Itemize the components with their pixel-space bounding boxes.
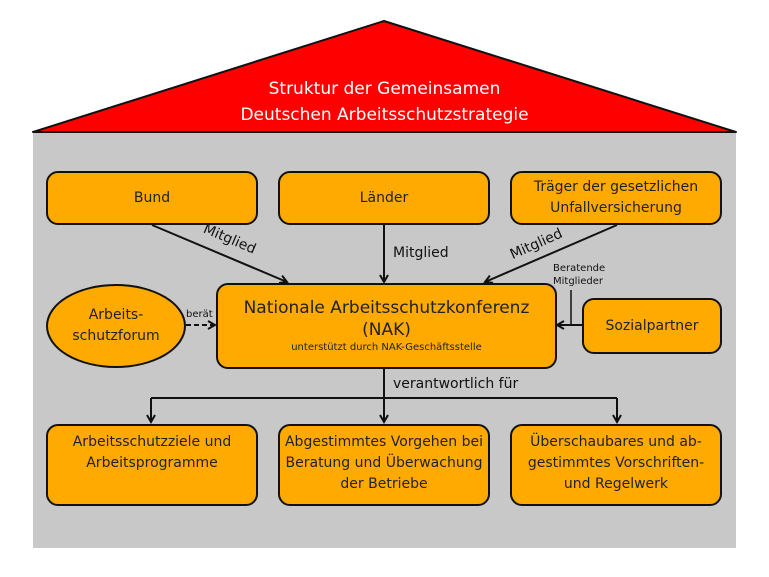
nak-title: Nationale Arbeitsschutzkonferenz (NAK): [243, 298, 530, 340]
box-nak[interactable]: Nationale Arbeitsschutzkonferenz (NAK) u…: [216, 283, 557, 369]
nak-subtitle: unterstützt durch NAK-Geschäftsstelle: [291, 342, 482, 353]
label-laender-mitglied: Mitglied: [393, 245, 449, 261]
box-output-abgestimmtes-vorgehen[interactable]: Abgestimmtes Vorgehen bei Beratung und Ü…: [278, 424, 490, 506]
box-laender-label: Länder: [359, 189, 409, 206]
sozialpartner-label: Sozialpartner: [605, 317, 699, 334]
output-2-label: Abgestimmtes Vorgehen bei Beratung und Ü…: [284, 434, 484, 492]
box-sozialpartner[interactable]: Sozialpartner: [582, 298, 722, 354]
arrow-bund-to-nak: [151, 224, 287, 282]
diagram-title-line-2: Deutschen Arbeitsschutzstrategie: [240, 105, 529, 125]
label-beratende-mitglieder: Beratende Mitglieder: [553, 263, 606, 287]
output-1-label: Arbeitsschutzziele und Arbeitsprogramme: [72, 434, 232, 471]
box-output-arbeitsschutzziele[interactable]: Arbeitsschutzziele und Arbeitsprogramme: [46, 424, 258, 506]
box-bund[interactable]: Bund: [46, 171, 258, 225]
arrow-traeger-to-nak: [485, 224, 618, 282]
box-traeger-unfallversicherung[interactable]: Träger der gesetzlichen Unfallversicheru…: [510, 171, 722, 225]
box-bund-label: Bund: [133, 189, 171, 206]
label-beraet: berät: [186, 309, 213, 320]
box-output-vorschriften-regelwerk[interactable]: Überschaubares und ab- gestimmtes Vorsch…: [510, 424, 722, 506]
output-3-label: Überschaubares und ab- gestimmtes Vorsch…: [527, 434, 705, 492]
forum-label: Arbeits- schutzforum: [72, 307, 160, 344]
box-traeger-label: Träger der gesetzlichen Unfallversicheru…: [533, 179, 699, 216]
box-laender[interactable]: Länder: [278, 171, 490, 225]
ellipse-arbeitsschutzforum[interactable]: Arbeits- schutzforum: [46, 284, 186, 368]
diagram-title-line-1: Struktur der Gemeinsamen: [268, 79, 501, 99]
label-verantwortlich-fuer: verantwortlich für: [393, 376, 519, 392]
